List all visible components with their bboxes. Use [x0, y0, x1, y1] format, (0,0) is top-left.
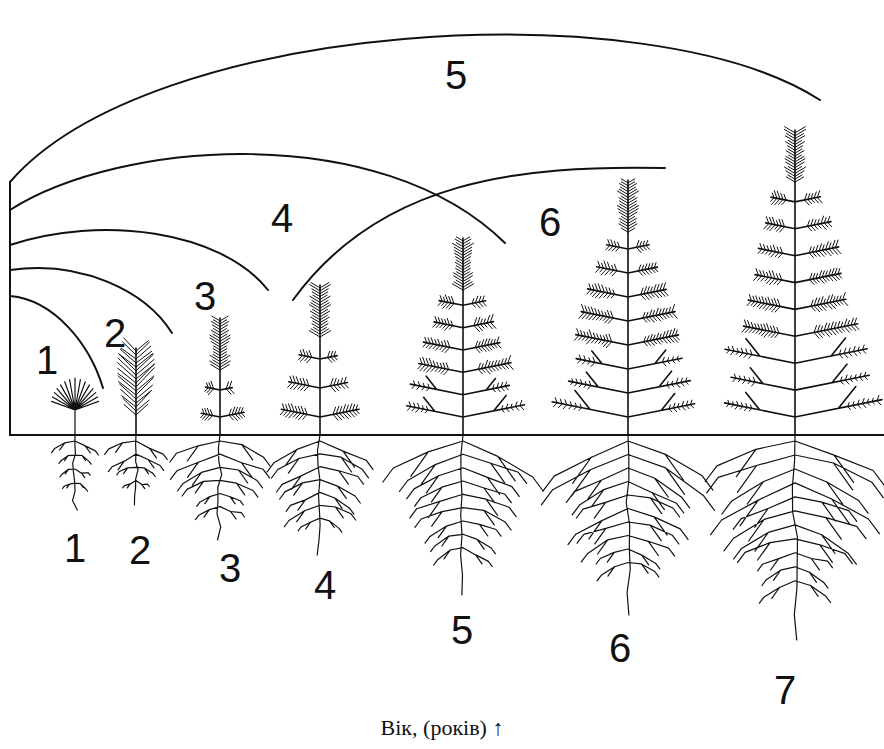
tree-number: 7 — [774, 670, 796, 710]
age-arc — [10, 230, 268, 290]
age-arc — [293, 168, 665, 300]
tree-drawings — [52, 127, 884, 640]
tree-number: 4 — [314, 565, 336, 605]
seedling — [52, 378, 99, 435]
age-stage-number: 3 — [194, 276, 216, 316]
tree-roots — [705, 435, 884, 640]
age-arc — [10, 35, 820, 182]
age-stage-number: 2 — [104, 313, 126, 353]
tree-needles — [554, 179, 694, 412]
age-axis — [9, 182, 11, 435]
age-stage-number: 5 — [445, 55, 467, 95]
age-stage-number: 6 — [539, 202, 561, 242]
tree-roots — [105, 435, 168, 505]
tree-needles — [727, 127, 881, 411]
tree-number: 3 — [219, 548, 241, 588]
tree-needles — [201, 316, 245, 420]
tree-number: 1 — [64, 528, 86, 568]
age-arc — [10, 296, 103, 388]
tree-roots — [541, 435, 714, 615]
tree-roots — [52, 435, 99, 510]
tree-roots — [267, 435, 373, 555]
tree-number: 6 — [609, 628, 631, 668]
tree-roots — [383, 435, 543, 595]
tree-roots — [170, 435, 270, 540]
tree-trunk — [135, 348, 137, 435]
tree-number: 5 — [451, 610, 473, 650]
age-stage-number: 1 — [36, 340, 58, 380]
tree-needles — [280, 283, 359, 421]
tree-trunk — [725, 130, 882, 435]
tree-number: 2 — [129, 530, 151, 570]
age-arc — [10, 154, 505, 243]
ground-line — [10, 434, 884, 436]
age-stage-number: 4 — [271, 198, 293, 238]
caption: Вік, (років) ↑ — [381, 717, 504, 739]
tree-needles — [408, 237, 524, 413]
age-arc — [10, 268, 172, 333]
